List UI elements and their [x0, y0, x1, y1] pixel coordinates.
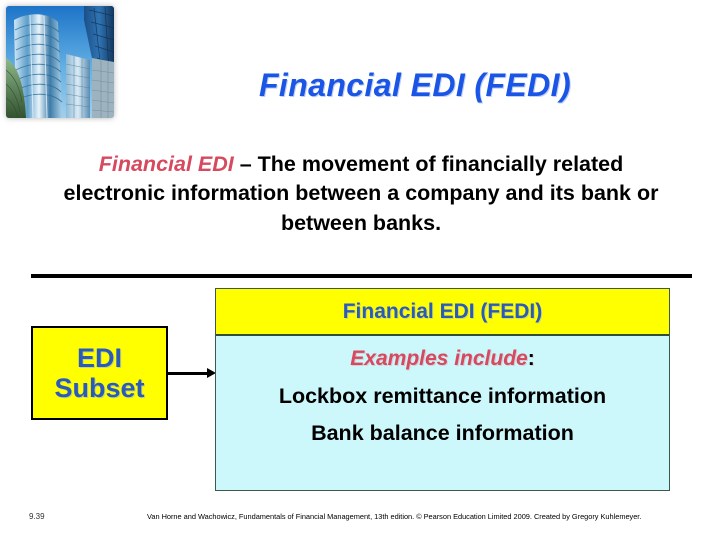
edi-subset-line2: Subset [54, 373, 145, 403]
examples-lead-text: Examples include [350, 347, 528, 370]
right-arrow-icon [168, 368, 217, 379]
examples-lead-colon: : [527, 347, 535, 370]
footer-citation: Van Horne and Wachowicz, Fundamentals of… [147, 512, 642, 521]
fedi-panel-body: Examples include: Lockbox remittance inf… [216, 336, 669, 490]
examples-lead: Examples include: [216, 347, 669, 371]
arrow-shaft [168, 372, 209, 375]
definition-body: – The movement of financially related el… [63, 152, 659, 235]
section-divider [31, 274, 692, 278]
skyscrapers-photo [6, 6, 114, 118]
page-title: Financial EDI (FEDI) [258, 67, 572, 103]
example-item: Lockbox remittance information [278, 384, 607, 408]
slide-number: 9.39 [29, 512, 45, 521]
skyscrapers-photo-art [6, 6, 114, 118]
edi-subset-line1: EDI [76, 342, 122, 373]
definition-paragraph: Financial EDI – The movement of financia… [55, 150, 667, 238]
fedi-panel-header: Financial EDI (FEDI) [216, 289, 669, 336]
fedi-diagram: EDI Subset Financial EDI (FEDI) Examples… [0, 288, 720, 500]
example-item: Bank balance information [311, 421, 574, 445]
definition-term: Financial EDI [98, 152, 234, 176]
arrow-head [207, 368, 216, 378]
fedi-panel: Financial EDI (FEDI) Examples include: L… [215, 288, 670, 491]
edi-subset-box: EDI Subset [31, 326, 168, 420]
